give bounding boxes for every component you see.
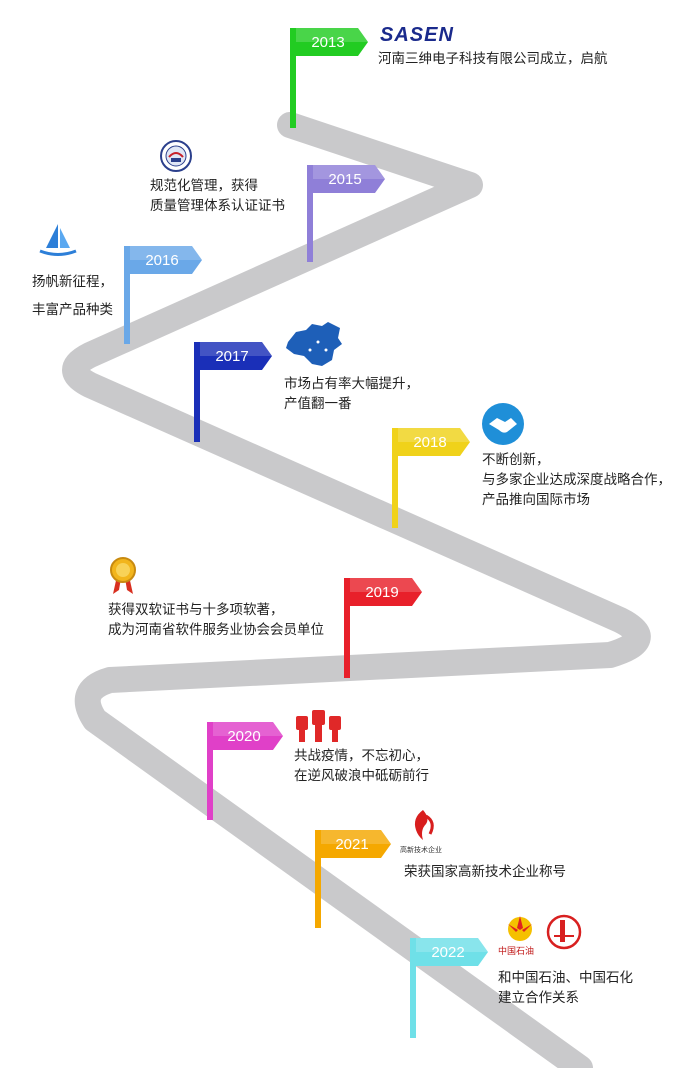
flag-highlight [350, 578, 422, 592]
sasen-logo: SASEN [380, 24, 454, 46]
milestone-2021-text: 荣获国家高新技术企业称号 [404, 864, 566, 880]
flag-pole [344, 578, 350, 678]
high-tech-enterprise-icon [414, 810, 434, 840]
flag-year-label: 2013 [311, 34, 344, 51]
raised-fists-icon [296, 710, 341, 742]
flag-2018: 2018 [392, 428, 470, 528]
flag-highlight [416, 938, 488, 952]
flag-highlight [296, 28, 368, 42]
handshake-icon [482, 403, 524, 445]
flag-highlight [398, 428, 470, 442]
flag-2020: 2020 [207, 722, 283, 820]
flag-banner [213, 722, 283, 750]
flag-banner [416, 938, 488, 966]
flag-2015: 2015 [307, 165, 385, 262]
flag-highlight [213, 722, 283, 736]
flag-2021: 2021 [315, 830, 391, 928]
flag-2017: 2017 [194, 342, 272, 442]
flag-2016: 2016 [124, 246, 202, 344]
flag-year-label: 2022 [431, 944, 464, 961]
flag-pole [194, 342, 200, 442]
milestone-2016-text: 扬帆新征程， 丰富产品种类 [32, 274, 113, 318]
milestone-2013-text: 河南三绅电子科技有限公司成立，启航 [378, 51, 608, 67]
flag-year-label: 2016 [145, 252, 178, 269]
award-medal-icon [110, 557, 136, 594]
flag-banner [130, 246, 202, 274]
flag-pole [392, 428, 398, 528]
flag-highlight [321, 830, 391, 844]
flag-2019: 2019 [344, 578, 422, 678]
milestone-2018-text: 不断创新， 与多家企业达成深度战略合作， 产品推向国际市场 [482, 452, 671, 508]
flag-highlight [200, 342, 272, 356]
flag-pole [315, 830, 321, 928]
milestone-2022-text: 和中国石油、中国石化 建立合作关系 [498, 970, 633, 1006]
sailboat-icon [39, 224, 77, 256]
flag-pole [207, 722, 213, 820]
flag-year-label: 2015 [328, 171, 361, 188]
flag-year-label: 2018 [413, 434, 446, 451]
milestone-2015-text: 规范化管理，获得 质量管理体系认证证书 [150, 178, 285, 214]
flag-year-label: 2019 [365, 584, 398, 601]
petrochina-logo-icon [508, 916, 532, 941]
sinopec-logo-icon [546, 914, 582, 950]
flag-year-label: 2017 [215, 348, 248, 365]
china-map-icon [286, 322, 342, 366]
flag-pole [290, 28, 296, 128]
winding-road [62, 112, 651, 1068]
flag-pole [124, 246, 130, 344]
flag-banner [398, 428, 470, 456]
flag-banner [200, 342, 272, 370]
flag-year-label: 2020 [227, 728, 260, 745]
flag-2022: 2022 [410, 938, 488, 1038]
flag-2013: 2013 [290, 28, 368, 128]
flag-banner [313, 165, 385, 193]
flag-year-label: 2021 [335, 836, 368, 853]
flag-banner [350, 578, 422, 606]
high-tech-enterprise-caption: 高新技术企业 [400, 846, 442, 854]
petrochina-caption: 中国石油 [498, 947, 535, 957]
flag-highlight [313, 165, 385, 179]
milestone-2017-text: 市场占有率大幅提升， 产值翻一番 [284, 376, 419, 412]
flag-pole [410, 938, 416, 1038]
flag-banner [321, 830, 391, 858]
milestone-2019-text: 获得双软证书与十多项软著， 成为河南省软件服务业协会会员单位 [108, 602, 324, 638]
flag-highlight [130, 246, 202, 260]
certification-seal-icon [160, 140, 192, 172]
flag-pole [307, 165, 313, 262]
milestone-2020-text: 共战疫情，不忘初心， 在逆风破浪中砥砺前行 [294, 748, 429, 784]
flag-banner [296, 28, 368, 56]
